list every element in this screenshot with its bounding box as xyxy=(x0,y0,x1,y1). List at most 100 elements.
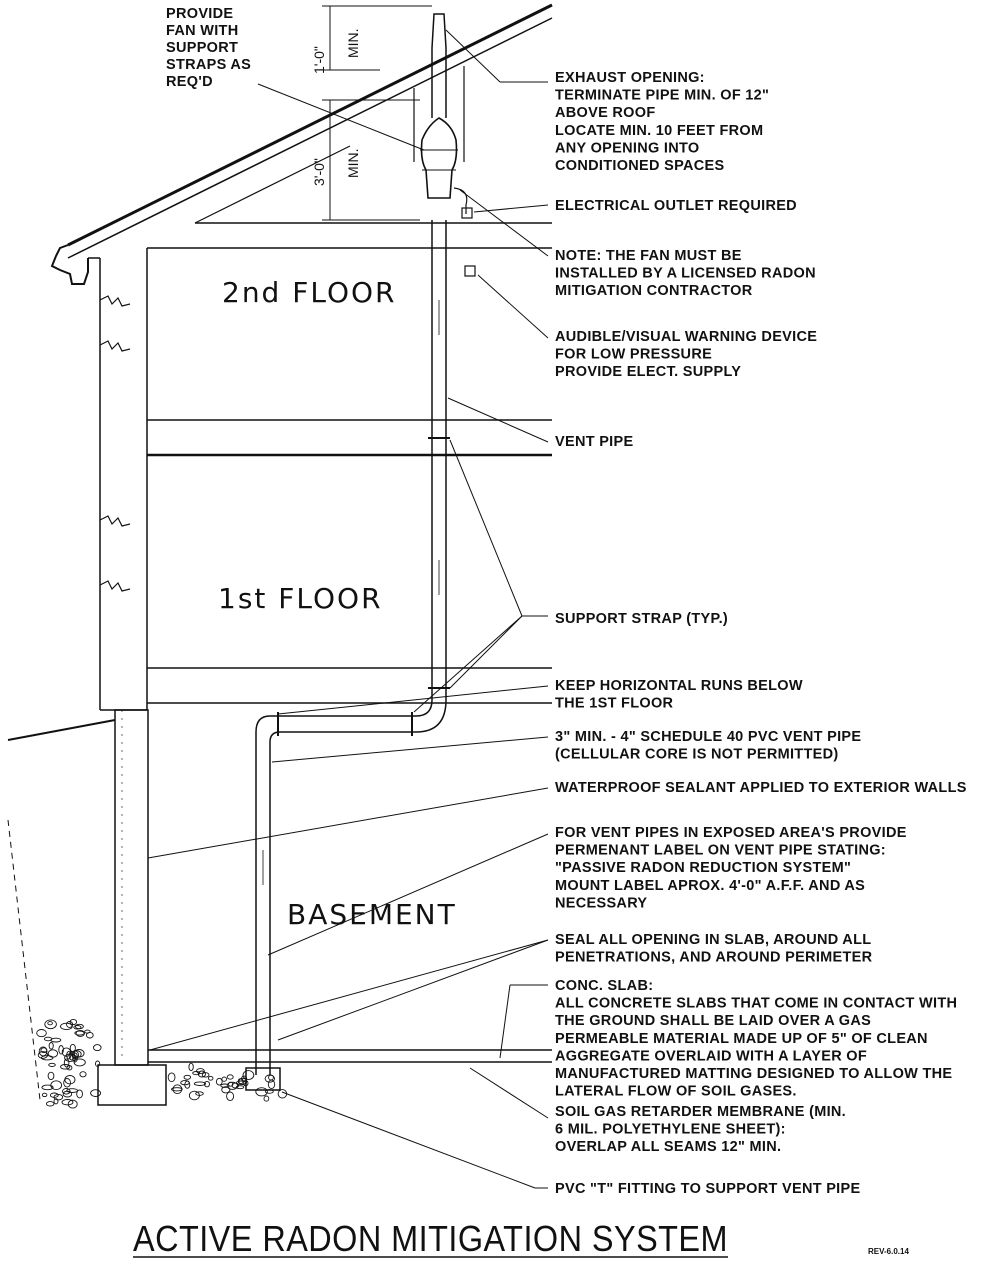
gravel-pebble xyxy=(85,1031,94,1039)
concrete-slab-callout: CONC. SLAB: ALL CONCRETE SLABS THAT COME … xyxy=(555,978,957,1100)
soil-gas-membrane-callout-line: OVERLAP ALL SEAMS 12" MIN. xyxy=(555,1139,781,1155)
gravel-fill xyxy=(36,1018,288,1109)
gravel-pebble xyxy=(188,1062,194,1072)
gravel-pebble xyxy=(73,1049,85,1058)
gravel-pebble xyxy=(68,1051,75,1061)
gravel-pebble xyxy=(73,1025,82,1030)
gravel-pebble xyxy=(66,1050,72,1060)
pvc-t-fitting-callout-line: PVC "T" FITTING TO SUPPORT VENT PIPE xyxy=(555,1181,860,1197)
fan-installer-note-callout-line: NOTE: THE FAN MUST BE xyxy=(555,248,742,264)
gravel-pebble xyxy=(221,1076,227,1082)
leader-lines xyxy=(147,29,549,1189)
fan-note-line: SUPPORT xyxy=(166,40,238,56)
diagram-title: ACTIVE RADON MITIGATION SYSTEM xyxy=(133,1218,728,1259)
gravel-pebble xyxy=(201,1072,210,1078)
concrete-slab-callout-line: MANUFACTURED MATTING DESIGNED TO ALLOW T… xyxy=(555,1066,952,1082)
warning-device-callout-line: PROVIDE ELECT. SUPPLY xyxy=(555,364,741,380)
warning-device-callout-line: AUDIBLE/VISUAL WARNING DEVICE xyxy=(555,329,817,345)
vent-pipe-callout-line: VENT PIPE xyxy=(555,434,633,450)
gravel-pebble xyxy=(47,1071,55,1081)
gravel-pebble xyxy=(79,1071,87,1078)
gravel-pebble xyxy=(72,1052,78,1063)
gravel-pebble xyxy=(215,1077,223,1086)
concrete-slab-callout-line: CONC. SLAB: xyxy=(555,978,653,994)
gravel-pebble xyxy=(204,1080,210,1088)
fan-note-line: PROVIDE xyxy=(166,6,233,22)
exhaust-opening-callout-line: ABOVE ROOF xyxy=(555,105,655,121)
gravel-pebble xyxy=(74,1023,84,1030)
pvc-vent-pipe-callout: 3" MIN. - 4" SCHEDULE 40 PVC VENT PIPE (C… xyxy=(555,729,861,763)
soil-gas-membrane-callout: SOIL GAS RETARDER MEMBRANE (MIN.6 MIL. P… xyxy=(555,1104,846,1155)
waterproof-sealant-callout: WATERPROOF SEALANT APPLIED TO EXTERIOR W… xyxy=(555,780,967,796)
fan-note-line: STRAPS AS xyxy=(166,57,251,73)
revision-label: REV-6.0.14 xyxy=(868,1247,909,1256)
first-floor-label: 1st FLOOR xyxy=(218,582,383,615)
support-strap-callout: SUPPORT STRAP (TYP.) xyxy=(555,611,728,627)
gravel-pebble xyxy=(267,1079,276,1090)
gravel-pebble xyxy=(66,1020,74,1028)
gravel-pebble xyxy=(226,1074,234,1080)
gravel-pebble xyxy=(255,1087,268,1097)
exhaust-opening-callout-line: LOCATE MIN. 10 FEET FROM xyxy=(555,123,763,139)
exhaust-opening-callout-line: TERMINATE PIPE MIN. OF 12" xyxy=(555,88,769,104)
vent-pipe-label-callout-line: NECESSARY xyxy=(555,895,647,911)
gravel-pebble xyxy=(48,1062,56,1067)
roof-clearance-dimension: 1'-0" xyxy=(311,46,327,74)
concrete-slab-callout-line: AGGREGATE OVERLAID WITH A LAYER OF xyxy=(555,1048,867,1064)
gravel-pebble xyxy=(64,1053,77,1062)
gravel-pebble xyxy=(63,1078,71,1088)
exhaust-opening-callout: EXHAUST OPENING: TERMINATE PIPE MIN. OF 1… xyxy=(555,70,769,174)
slab-seal-callout-line: PENETRATIONS, AND AROUND PERIMETER xyxy=(555,950,873,966)
pvc-vent-pipe-callout-line: (CELLULAR CORE IS NOT PERMITTED) xyxy=(555,747,838,763)
soil-gas-membrane-callout-line: 6 MIL. POLYETHYLENE SHEET): xyxy=(555,1122,786,1138)
gravel-pebble xyxy=(183,1074,192,1080)
concrete-slab-callout-line: PERMEABLE MATERIAL MADE UP OF 5" OF CLEA… xyxy=(555,1031,928,1047)
slab-seal-callout-line: SEAL ALL OPENING IN SLAB, AROUND ALL xyxy=(555,932,871,948)
electrical-outlet-callout: ELECTRICAL OUTLET REQUIRED xyxy=(555,198,797,214)
warning-device-callout-line: FOR LOW PRESSURE xyxy=(555,347,712,363)
second-floor-label: 2nd FLOOR xyxy=(222,276,396,309)
electrical-outlet-callout-line: ELECTRICAL OUTLET REQUIRED xyxy=(555,198,797,214)
fan-installer-note-callout-line: INSTALLED BY A LICENSED RADON xyxy=(555,266,816,282)
gravel-pebble xyxy=(242,1070,255,1081)
gravel-pebble xyxy=(235,1085,245,1090)
exhaust-opening-callout-line: ANY OPENING INTO xyxy=(555,140,699,156)
gravel-pebble xyxy=(60,1022,73,1031)
vent-pipe-label-callout-line: FOR VENT PIPES IN EXPOSED AREA'S PROVIDE xyxy=(555,825,907,841)
gravel-pebble xyxy=(172,1084,183,1095)
gravel-pebble xyxy=(196,1068,205,1074)
fan-height-dimension: 3'-0" xyxy=(311,158,327,186)
gravel-pebble xyxy=(193,1081,206,1086)
waterproof-sealant-callout-line: WATERPROOF SEALANT APPLIED TO EXTERIOR W… xyxy=(555,780,967,796)
gravel-pebble xyxy=(67,1099,78,1109)
concrete-slab-callout-line: ALL CONCRETE SLABS THAT COME IN CONTACT … xyxy=(555,996,957,1012)
gravel-pebble xyxy=(66,1088,79,1093)
gravel-pebble xyxy=(50,1037,62,1043)
roof-clearance-min-note: MIN. xyxy=(345,28,361,58)
gravel-pebble xyxy=(167,1072,176,1083)
fan-installer-note-callout-line: MITIGATION CONTRACTOR xyxy=(555,283,753,299)
dimensions: 1'-0" MIN. 3'-0" MIN. xyxy=(311,5,432,221)
gravel-pebble xyxy=(221,1086,231,1094)
gravel-pebble xyxy=(45,1101,55,1107)
gravel-pebble xyxy=(220,1083,230,1088)
concrete-slab-callout-line: THE GROUND SHALL BE LAID OVER A GAS xyxy=(555,1013,871,1029)
gravel-pebble xyxy=(53,1098,59,1105)
pvc-vent-pipe-callout-line: 3" MIN. - 4" SCHEDULE 40 PVC VENT PIPE xyxy=(555,729,861,745)
gravel-pebble xyxy=(48,1042,54,1050)
fan-note-line: REQ'D xyxy=(166,74,213,90)
gravel-pebble xyxy=(238,1077,248,1085)
gravel-pebble xyxy=(47,1049,59,1058)
gravel-pebble xyxy=(47,1021,53,1026)
fan-installer-note-callout: NOTE: THE FAN MUST BE INSTALLED BY A LICE… xyxy=(555,248,816,299)
callouts: EXHAUST OPENING: TERMINATE PIPE MIN. OF 1… xyxy=(555,70,967,1197)
horizontal-runs-callout-line: THE 1ST FLOOR xyxy=(555,696,674,712)
gravel-pebble xyxy=(197,1070,206,1078)
slab-seal-callout: SEAL ALL OPENING IN SLAB, AROUND ALL PENE… xyxy=(555,932,873,966)
exhaust-opening-callout-line: EXHAUST OPENING: xyxy=(555,70,705,86)
gravel-pebble xyxy=(63,1058,70,1068)
gravel-pebble xyxy=(74,1030,85,1036)
